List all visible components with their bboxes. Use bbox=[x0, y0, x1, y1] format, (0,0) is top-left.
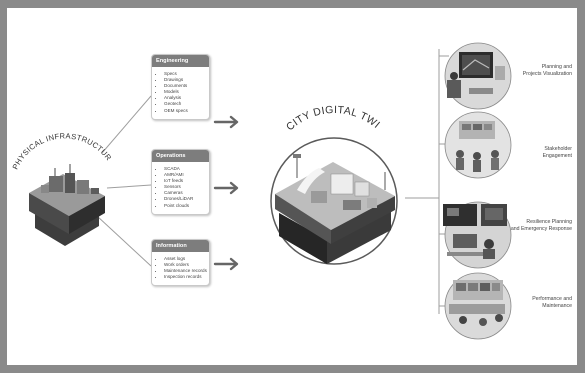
service-performance-label: Performance and Maintenance bbox=[532, 296, 572, 309]
service-planning-label: Planning and Projects Visualization bbox=[522, 64, 572, 77]
service-stakeholder bbox=[444, 111, 512, 179]
list-item: SCADA bbox=[164, 166, 206, 172]
arrow-engineering bbox=[213, 115, 239, 129]
list-item: Analysis bbox=[164, 95, 206, 101]
service-performance bbox=[444, 272, 512, 340]
list-item: Models bbox=[164, 89, 206, 95]
list-item: Cameras bbox=[164, 190, 206, 196]
list-item: Sensors bbox=[164, 184, 206, 190]
list-item: Geotech bbox=[164, 101, 206, 107]
physical-infrastructure-label: PHYSICAL INFRASTRUCTURE bbox=[7, 8, 114, 171]
information-list: Asset logs Work orders Maintenance recor… bbox=[152, 252, 209, 285]
service-resilience-label: Resilience Planning and Emergency Respon… bbox=[510, 219, 572, 232]
diagram-artwork: PHYSICAL INFRASTRUCTURE CITY DIGITAL TWI… bbox=[7, 8, 512, 340]
arrow-information bbox=[213, 257, 239, 271]
physical-infrastructure-block bbox=[29, 164, 105, 246]
list-item: Work orders bbox=[164, 262, 206, 268]
list-item: Maintenance records bbox=[164, 268, 207, 274]
list-item: Point clouds bbox=[164, 203, 206, 209]
engineering-title: Engineering bbox=[152, 55, 209, 67]
list-item: Drones/LiDAR bbox=[164, 196, 206, 202]
engineering-box: Engineering Specs Drawings Documents Mod… bbox=[151, 54, 210, 120]
information-box: Information Asset logs Work orders Maint… bbox=[151, 239, 210, 287]
list-item: Drawings bbox=[164, 77, 206, 83]
list-item: Inspection records bbox=[164, 274, 206, 280]
diagram-canvas: PHYSICAL INFRASTRUCTURE CITY DIGITAL TWI… bbox=[7, 8, 577, 365]
information-title: Information bbox=[152, 240, 209, 252]
digital-twin-city-model bbox=[275, 154, 395, 264]
operations-list: SCADA AMR/AMI IoT feeds Sensors Cameras … bbox=[152, 162, 209, 214]
arrow-operations bbox=[213, 181, 239, 195]
operations-title: Operations bbox=[152, 150, 209, 162]
list-item: OEM specs bbox=[164, 108, 206, 114]
service-stakeholder-label: Stakeholder Engagement bbox=[542, 146, 572, 159]
list-item: AMR/AMI bbox=[164, 172, 206, 178]
list-item: Asset logs bbox=[164, 256, 206, 262]
operations-box: Operations SCADA AMR/AMI IoT feeds Senso… bbox=[151, 149, 210, 215]
service-planning bbox=[444, 42, 512, 110]
list-item: Specs bbox=[164, 71, 206, 77]
service-resilience bbox=[443, 201, 512, 269]
list-item: Documents bbox=[164, 83, 206, 89]
engineering-list: Specs Drawings Documents Models Analysis… bbox=[152, 67, 209, 119]
list-item: IoT feeds bbox=[164, 178, 206, 184]
connector-lines bbox=[96, 49, 449, 314]
